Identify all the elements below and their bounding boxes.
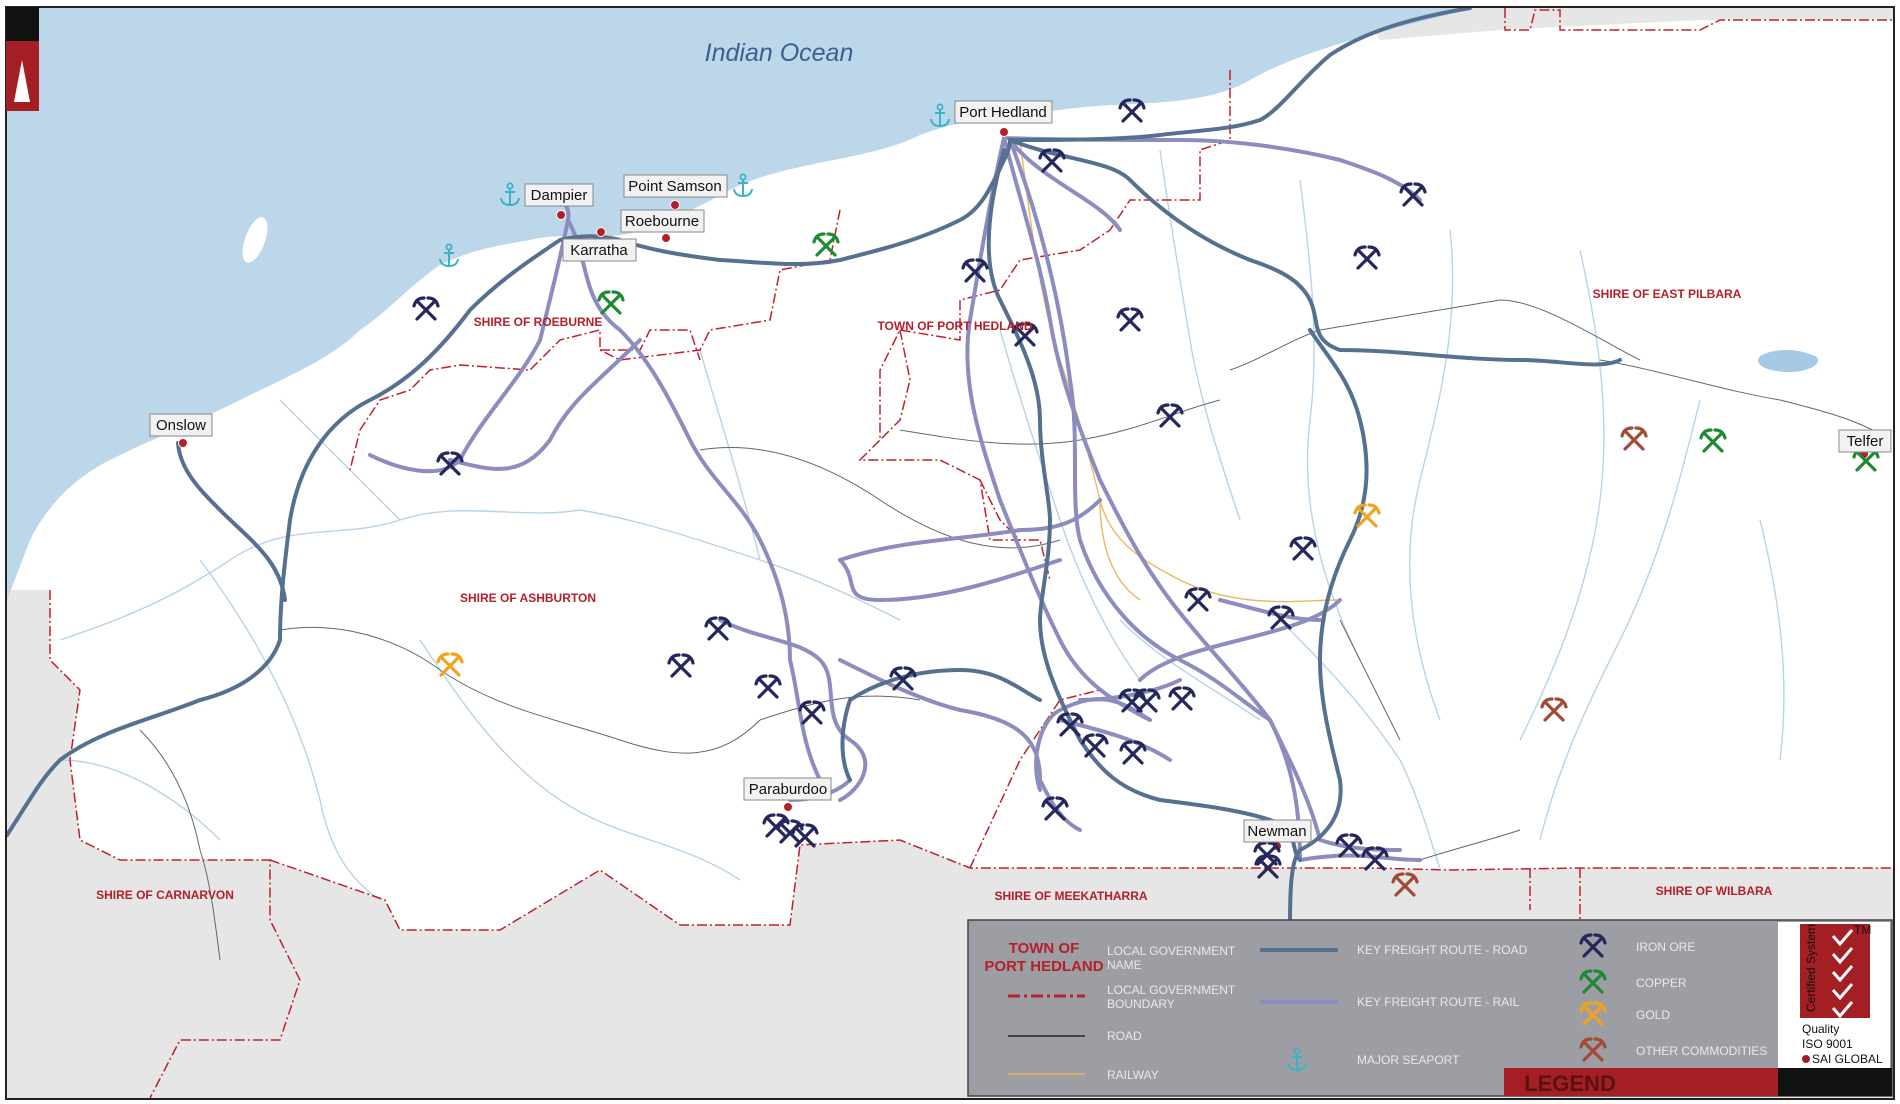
- shire-label-carnarvon: SHIRE OF CARNARVON: [96, 888, 234, 902]
- north-arrow-icon: [6, 7, 39, 111]
- cert-org: SAI GLOBAL: [1812, 1052, 1883, 1066]
- legend-freight-rail: KEY FREIGHT ROUTE - RAIL: [1357, 995, 1520, 1009]
- svg-text:Port Hedland: Port Hedland: [959, 104, 1047, 121]
- legend-lga-name-line2: NAME: [1107, 958, 1142, 972]
- shire-label-port-hedland: TOWN OF PORT HEDLAND: [877, 319, 1032, 333]
- legend-seaport: MAJOR SEAPORT: [1357, 1053, 1460, 1067]
- town-label-port-hedland[interactable]: Port Hedland: [954, 100, 1053, 124]
- legend-panel: TOWN OF PORT HEDLAND LOCAL GOVERNMENT NA…: [967, 919, 1893, 1097]
- outside-region-southwest: [7, 590, 300, 1098]
- svg-text:Karratha: Karratha: [570, 242, 628, 259]
- shire-label-roebourne: SHIRE OF ROEBURNE: [474, 315, 603, 329]
- town-label-paraburdoo[interactable]: Paraburdoo: [743, 777, 832, 801]
- svg-text:Roebourne: Roebourne: [625, 213, 699, 230]
- shire-label-east-pilbara: SHIRE OF EAST PILBARA: [1593, 287, 1742, 301]
- legend-gold: GOLD: [1636, 1008, 1670, 1022]
- legend-iron-ore: IRON ORE: [1636, 940, 1695, 954]
- cert-vertical: Certified System: [1804, 924, 1818, 1012]
- svg-text:Onslow: Onslow: [156, 417, 206, 434]
- minor-roads: [139, 299, 1891, 961]
- cert-tm: TM: [1854, 923, 1871, 937]
- legend-title-bar: [1504, 1068, 1778, 1096]
- lga-boundaries: [49, 8, 1893, 1098]
- legend-lga-name-line1: LOCAL GOVERNMENT: [1107, 944, 1236, 958]
- legend-copper: COPPER: [1636, 976, 1687, 990]
- shire-label-ashburton: SHIRE OF ASHBURTON: [460, 591, 596, 605]
- legend-freight-road: KEY FREIGHT ROUTE - ROAD: [1357, 943, 1528, 957]
- cert-quality: Quality: [1802, 1022, 1839, 1036]
- ocean-label: Indian Ocean: [705, 39, 854, 67]
- key-freight-rail: [368, 136, 1422, 862]
- town-label-newman[interactable]: Newman: [1243, 819, 1312, 843]
- legend-title: LEGEND: [1524, 1071, 1616, 1096]
- svg-text:Newman: Newman: [1247, 823, 1306, 840]
- svg-text:Paraburdoo: Paraburdoo: [749, 781, 827, 798]
- town-labels[interactable]: Port Hedland Dampier Point Samson Roebou…: [149, 100, 1892, 843]
- shire-label-wilbara: SHIRE OF WILBARA: [1656, 884, 1773, 898]
- shire-label-meekatharra: SHIRE OF MEEKATHARRA: [994, 889, 1147, 903]
- cert-iso: ISO 9001: [1802, 1037, 1853, 1051]
- town-label-roebourne[interactable]: Roebourne: [620, 209, 705, 233]
- legend-other: OTHER COMMODITIES: [1636, 1044, 1767, 1058]
- legend-lga-sample-line1: TOWN OF: [1009, 940, 1080, 957]
- svg-text:Telfer: Telfer: [1847, 433, 1884, 450]
- town-label-karratha[interactable]: Karratha: [562, 238, 637, 262]
- town-label-dampier[interactable]: Dampier: [524, 183, 594, 207]
- town-label-telfer[interactable]: Telfer: [1838, 429, 1892, 453]
- certification-badge: Certified System TM Quality ISO 9001 SAI…: [1778, 922, 1890, 1068]
- legend-road: ROAD: [1107, 1029, 1142, 1043]
- salt-lake: [1758, 349, 1819, 372]
- legend-railway: RAILWAY: [1107, 1068, 1159, 1082]
- legend-lga-sample-line2: PORT HEDLAND: [984, 958, 1103, 975]
- key-freight-road: [7, 8, 1622, 927]
- town-label-point-samson[interactable]: Point Samson: [623, 174, 728, 198]
- indian-ocean: [7, 8, 1470, 600]
- island: [242, 217, 268, 263]
- town-label-onslow[interactable]: Onslow: [149, 413, 213, 437]
- svg-text:Point Samson: Point Samson: [628, 178, 721, 195]
- legend-lga-boundary-line1: LOCAL GOVERNMENT: [1107, 983, 1236, 997]
- outside-region-northeast: [1360, 8, 1893, 40]
- legend-lga-boundary-line2: BOUNDARY: [1107, 997, 1175, 1011]
- svg-text:Dampier: Dampier: [531, 187, 588, 204]
